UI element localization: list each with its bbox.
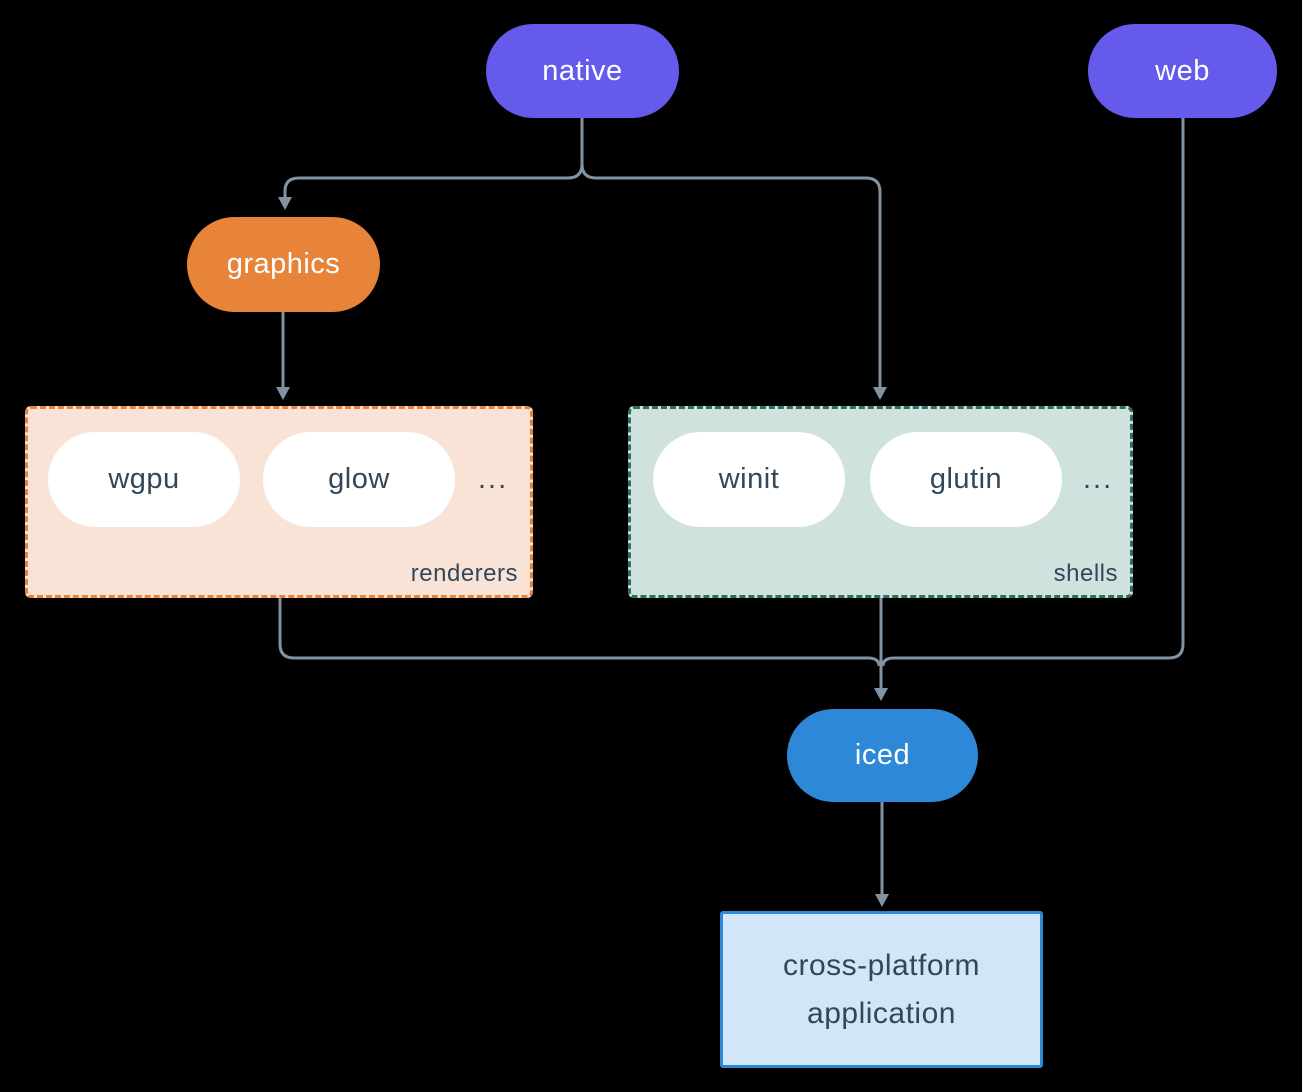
node-web: web xyxy=(1088,24,1277,118)
arrowhead-iced xyxy=(874,688,888,701)
wgpu-pill: wgpu xyxy=(48,432,240,527)
node-native: native xyxy=(486,24,679,118)
group-shells: winit glutin ... shells xyxy=(628,406,1133,598)
edge-renderers-iced xyxy=(278,598,881,667)
edge-native-graphics xyxy=(283,118,584,197)
renderers-label: renderers xyxy=(410,560,518,587)
node-graphics: graphics xyxy=(187,217,380,312)
shells-ellipsis: ... xyxy=(1083,463,1114,495)
node-iced: iced xyxy=(787,709,978,802)
arrowhead-graphics xyxy=(278,197,292,210)
glutin-pill: glutin xyxy=(870,432,1062,527)
arrowhead-app xyxy=(875,894,889,907)
winit-pill: winit xyxy=(653,432,845,527)
edge-web-iced xyxy=(881,118,1185,667)
arrowhead-renderers xyxy=(276,387,290,400)
shells-label: shells xyxy=(1053,560,1118,587)
group-renderers: wgpu glow ... renderers xyxy=(25,406,533,598)
app-label-line2: application xyxy=(807,996,956,1030)
edge-native-shells xyxy=(580,163,882,387)
glow-pill: glow xyxy=(263,432,455,527)
renderers-ellipsis: ... xyxy=(478,463,509,495)
app-box: cross-platform application xyxy=(720,911,1043,1068)
arrowhead-shells xyxy=(873,387,887,400)
app-label-line1: cross-platform xyxy=(782,948,981,982)
